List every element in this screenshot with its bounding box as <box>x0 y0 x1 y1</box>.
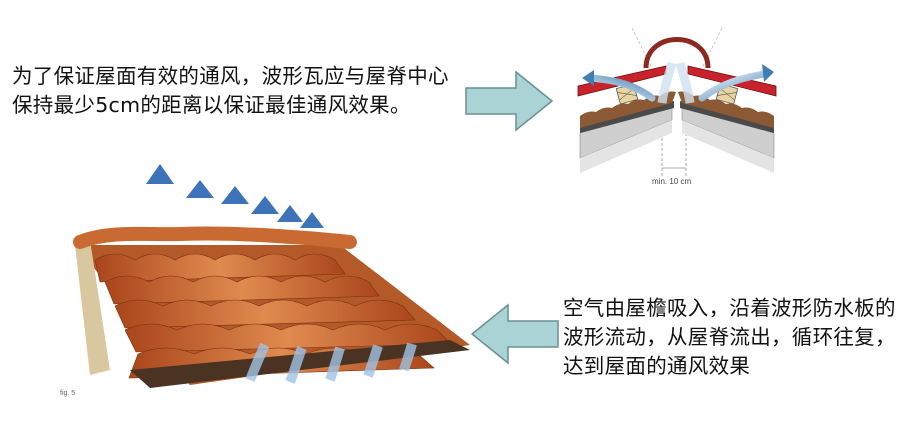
left-arrow-icon <box>470 303 559 365</box>
right-arrow-icon <box>465 70 554 132</box>
ridge-label: min. 10 cm <box>652 177 691 186</box>
caption-top: 为了保证屋面有效的通风，波形瓦应与屋脊中心保持最少5cm的距离以保证最佳通风效果… <box>12 64 449 117</box>
air-flow-arrows-eave <box>245 342 417 384</box>
tile-roof-illustration <box>73 164 470 388</box>
figure-label: fig. 5 <box>60 390 76 397</box>
ridge-ventilation-diagram: min. 10 cm <box>577 27 777 186</box>
caption-bottom: 空气由屋檐吸入，沿着波形防水板的波形流动，从屋脊流出，循环往复，达到屋面的通风效… <box>563 296 896 378</box>
